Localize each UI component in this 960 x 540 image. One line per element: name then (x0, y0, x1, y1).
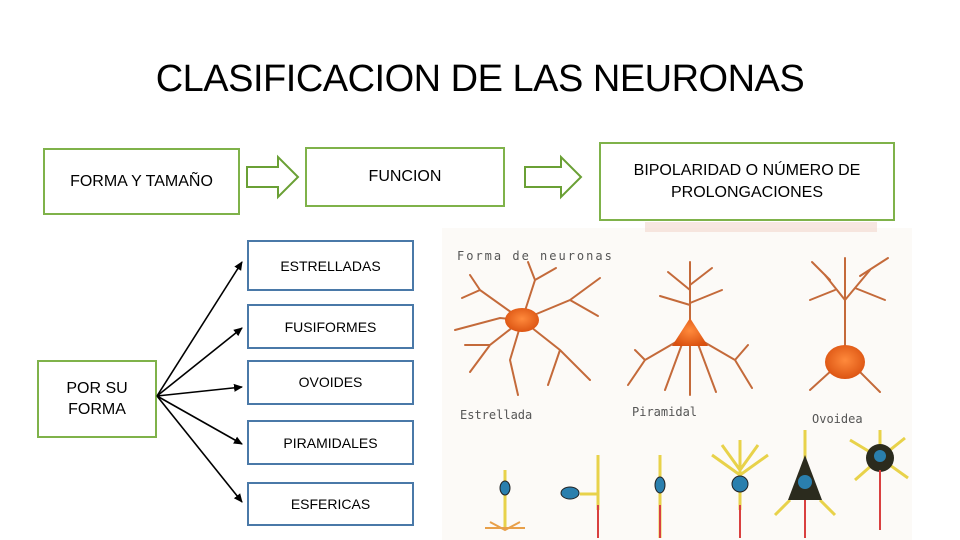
category-fusiformes-box: FUSIFORMES (247, 304, 414, 349)
block-arrow-forma-to-funcion (246, 154, 300, 200)
bipolaridad-label-line1: BIPOLARIDAD O NÚMERO DE (633, 161, 861, 179)
neuron-piramidal-soma (672, 318, 708, 346)
connector-ovoides (156, 383, 243, 397)
connector-arrows (156, 261, 243, 503)
label-ovoidea: Ovoidea (812, 412, 863, 426)
neuron-unipolar-silhouette (560, 455, 600, 538)
neuron-fusiform-silhouette (654, 455, 666, 538)
forma-tamano-label: FORMA Y TAMAÑO (70, 172, 213, 190)
category-esfericas-label: ESFERICAS (290, 496, 371, 512)
category-esfericas-box: ESFERICAS (247, 482, 414, 526)
category-estrelladas-box: ESTRELLADAS (247, 240, 414, 291)
neuron-piramidal-drawing (627, 261, 753, 396)
neuron-pyramidal-silhouette (773, 430, 837, 538)
connector-estrelladas (156, 261, 243, 397)
por-su-forma-line2: FORMA (68, 401, 126, 418)
category-piramidales-box: PIRAMIDALES (247, 420, 414, 465)
category-piramidales-label: PIRAMIDALES (283, 434, 378, 451)
neuron-multipolar-silhouette (711, 440, 769, 538)
category-ovoides-box: OVOIDES (247, 360, 414, 405)
page-title: CLASIFICACION DE LAS NEURONAS (155, 58, 805, 100)
neuron-silhouettes-row (485, 430, 909, 538)
por-su-forma-line1: POR SU (66, 380, 128, 397)
category-estrelladas-label: ESTRELLADAS (280, 257, 381, 274)
funcion-box: FUNCION (305, 147, 505, 207)
category-ovoides-label: OVOIDES (298, 374, 363, 390)
forma-tamano-box: FORMA Y TAMAÑO (43, 148, 240, 215)
block-arrow-funcion-to-bipolaridad (524, 154, 583, 200)
neuron-stellate-silhouette (849, 430, 909, 530)
neuron-estrellada-soma (505, 308, 539, 332)
bipolaridad-box: BIPOLARIDAD O NÚMERO DE PROLONGACIONES (599, 142, 895, 221)
por-su-forma-box: POR SU FORMA (37, 360, 157, 438)
connector-piramidales (156, 395, 243, 445)
funcion-label: FUNCION (368, 168, 442, 185)
category-fusiformes-label: FUSIFORMES (284, 318, 377, 335)
neuron-estrellada-drawing (454, 261, 601, 396)
label-piramidal: Piramidal (632, 405, 697, 419)
neuron-ovoidea-soma (825, 345, 865, 379)
connector-esfericas (156, 395, 243, 503)
connector-fusiformes (156, 327, 243, 397)
bipolaridad-label-line2: PROLONGACIONES (670, 183, 823, 201)
neuron-bipolar-silhouette (485, 470, 525, 532)
label-estrellada: Estrellada (460, 408, 532, 422)
neuron-ovoidea-drawing (809, 257, 889, 393)
neuron-forms-illustration: Forma de neuronas Estrellad (442, 222, 912, 540)
illustration-heading: Forma de neuronas (457, 249, 614, 263)
